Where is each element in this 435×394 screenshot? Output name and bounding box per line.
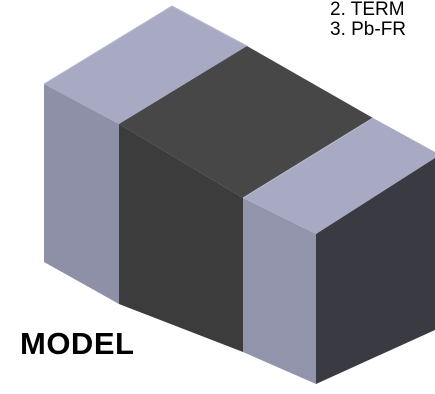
body-front-face — [119, 124, 243, 352]
left-terminal — [44, 6, 247, 304]
right-terminal-front-face — [243, 198, 316, 384]
note-line: 3. Pb-FR — [330, 19, 407, 40]
right-terminal — [243, 118, 435, 384]
body-top-face — [119, 46, 373, 198]
left-terminal-top-face — [44, 6, 247, 124]
model-label: MODEL — [20, 326, 135, 361]
right-terminal-end-face — [316, 158, 435, 384]
edge-lines — [43, 5, 374, 199]
ceramic-body — [119, 46, 373, 352]
notes-block: 2. TERM 3. Pb-FR — [330, 0, 435, 40]
note-line: 2. TERM — [330, 0, 405, 20]
right-terminal-top-face — [243, 118, 435, 234]
left-terminal-front-face — [44, 84, 119, 304]
